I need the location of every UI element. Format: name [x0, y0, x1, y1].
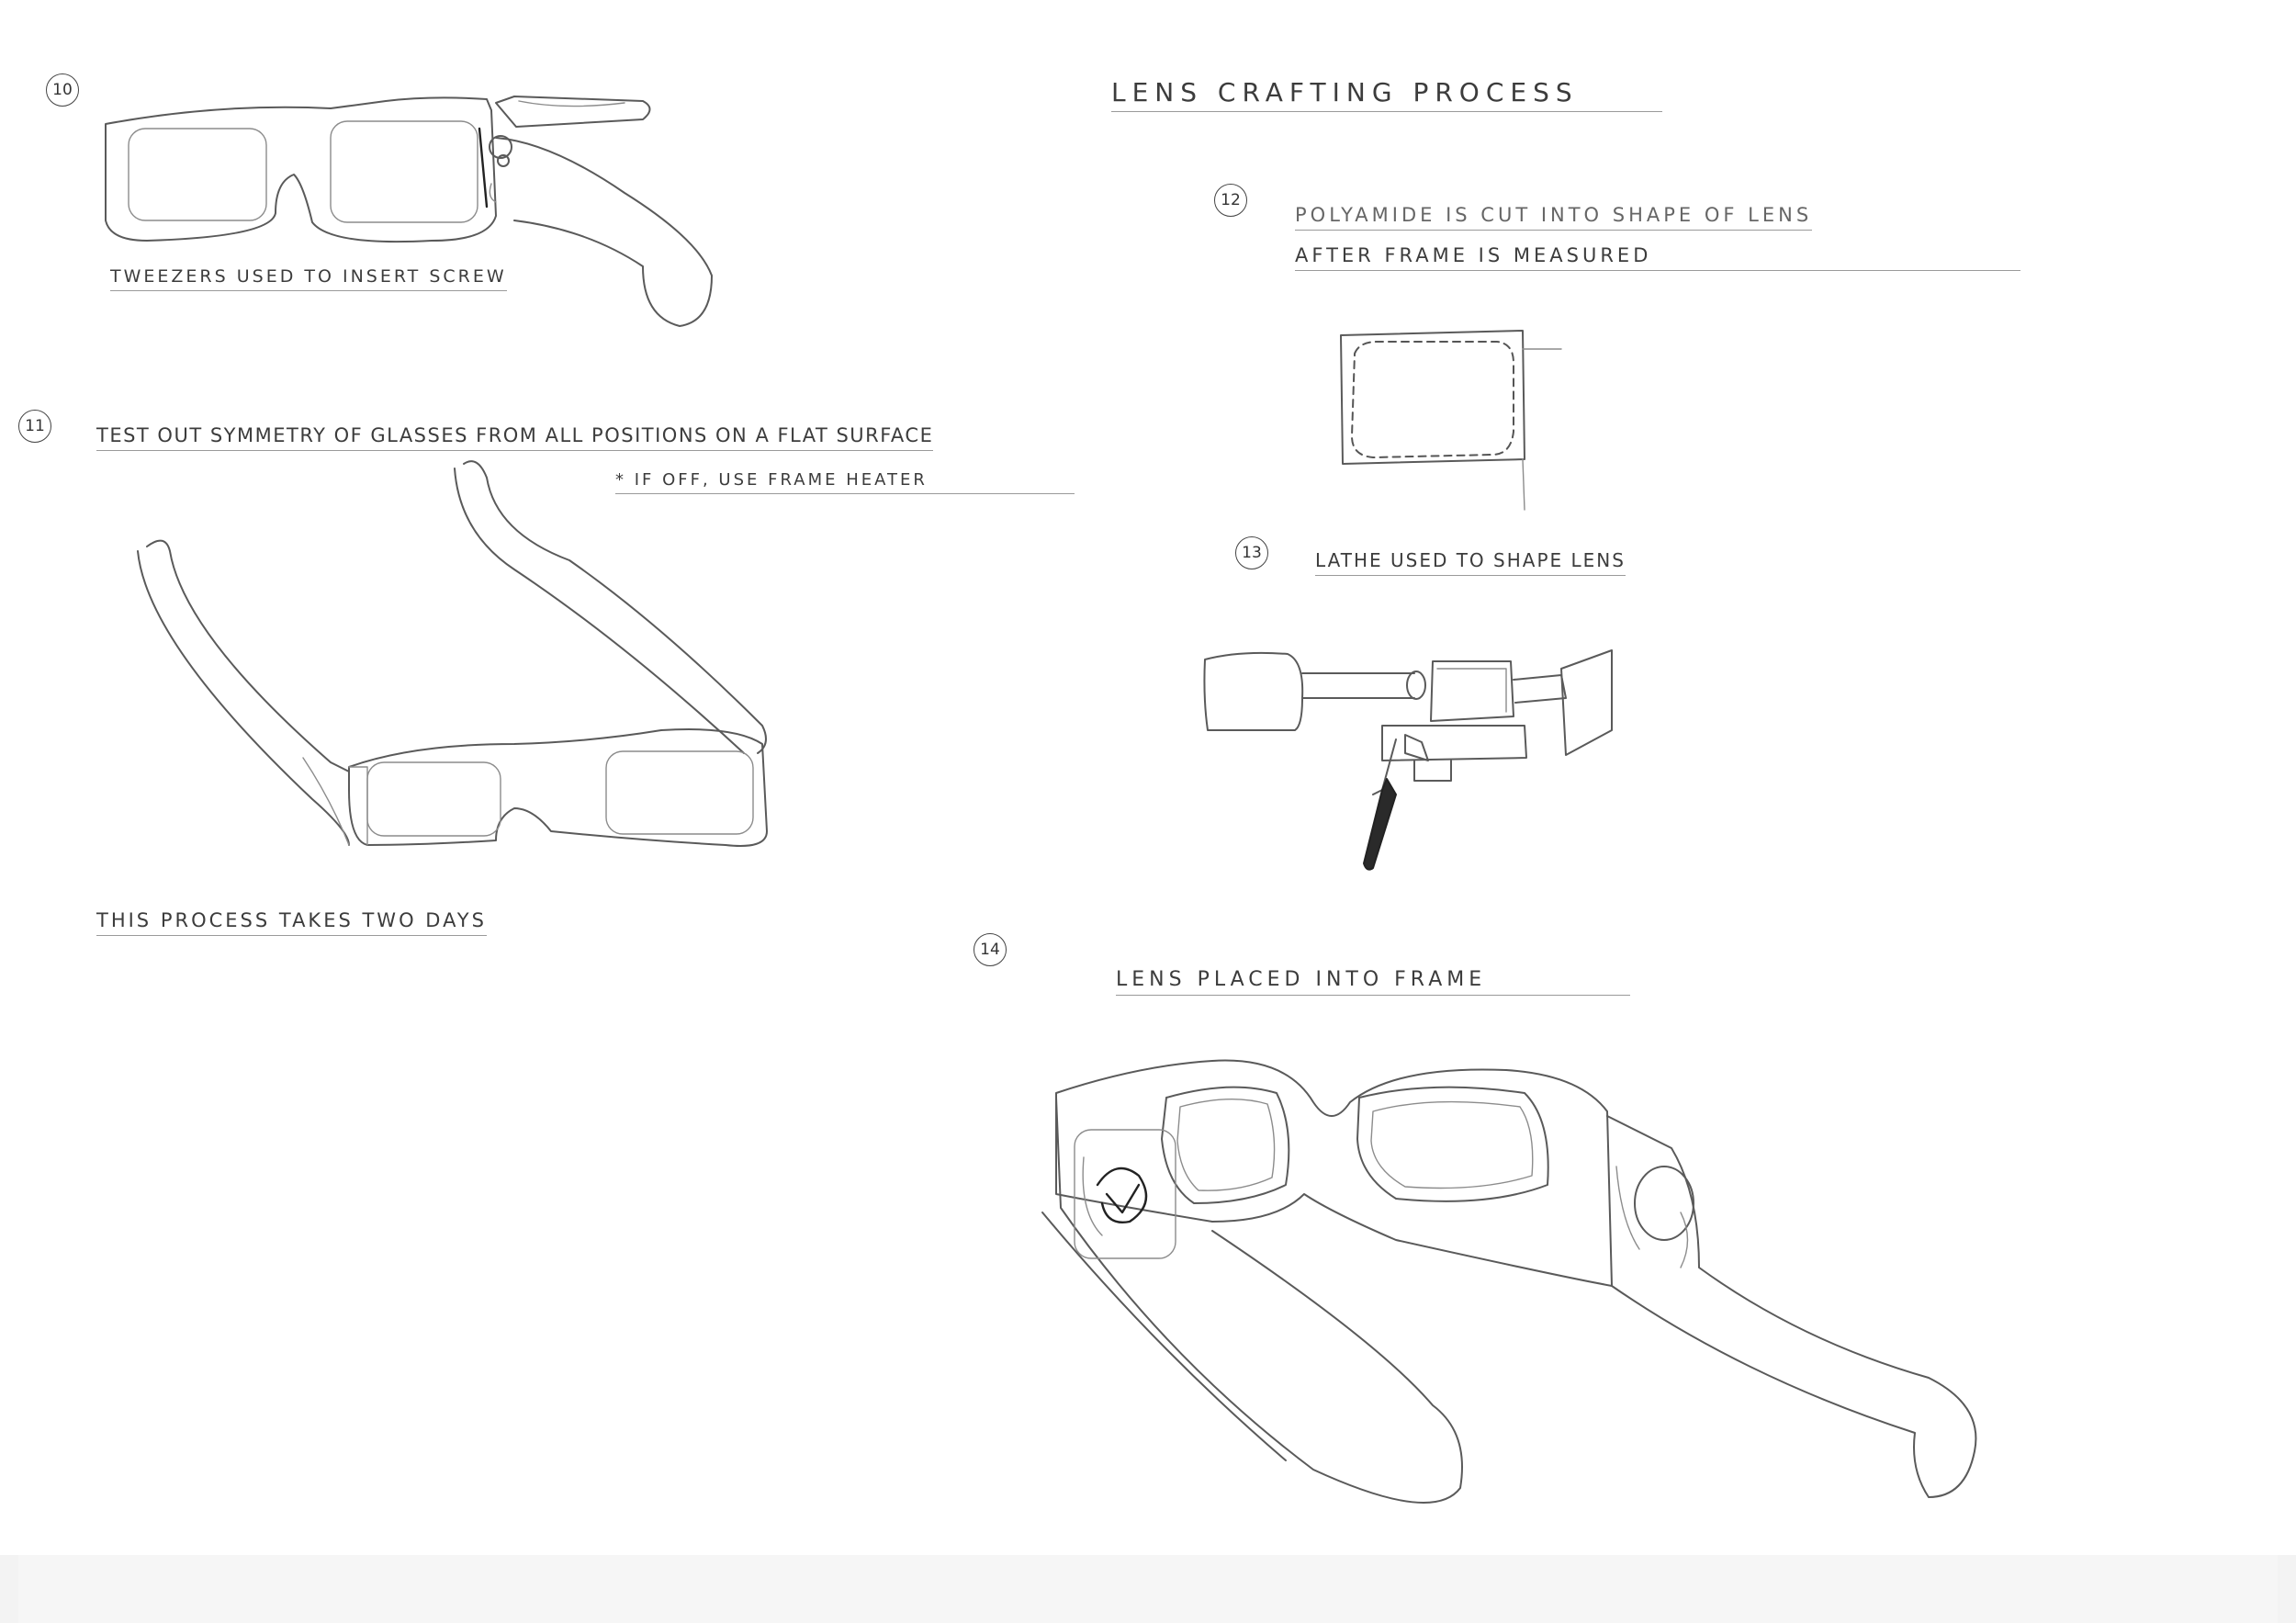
step-11-label: 11 [25, 417, 45, 435]
step-14-label: 14 [980, 941, 1000, 959]
scan-bottom-edge [0, 1555, 2296, 1623]
glasses-perspective-open [137, 460, 768, 847]
step-10-caption: TWEEZERS USED TO INSERT SCREW [110, 266, 507, 291]
step-number-13: 13 [1235, 536, 1268, 569]
step-13-label: 13 [1242, 544, 1262, 562]
polyamide-lens-blank [1340, 330, 1562, 511]
step-11-caption: TEST OUT SYMMETRY OF GLASSES FROM ALL PO… [96, 424, 934, 451]
step-number-10: 10 [46, 73, 79, 107]
step-11-note: * IF OFF, USE FRAME HEATER [615, 470, 1075, 494]
glasses-with-lenses-rear-view [1041, 1059, 1977, 1504]
step-12-caption-line1: POLYAMIDE IS CUT INTO SHAPE OF LENS [1295, 204, 1813, 231]
step-number-14: 14 [974, 933, 1007, 966]
glasses-front-with-tweezers [105, 96, 713, 327]
step-number-12: 12 [1214, 184, 1247, 217]
step-13-caption: LATHE USED TO SHAPE LENS [1315, 549, 1626, 576]
scan-bottom-edge-inner [18, 1555, 2278, 1623]
step-number-11: 11 [18, 410, 51, 443]
step-12-label: 12 [1221, 191, 1241, 209]
step-10-label: 10 [52, 81, 73, 99]
section-title: LENS CRAFTING PROCESS [1111, 77, 1662, 112]
step-12-caption-line2: AFTER FRAME IS MEASURED [1295, 244, 2020, 271]
lathe-tool [1203, 649, 1613, 871]
step-14-caption: LENS PLACED INTO FRAME [1116, 968, 1630, 996]
step-11-footer: THIS PROCESS TAKES TWO DAYS [96, 909, 487, 936]
